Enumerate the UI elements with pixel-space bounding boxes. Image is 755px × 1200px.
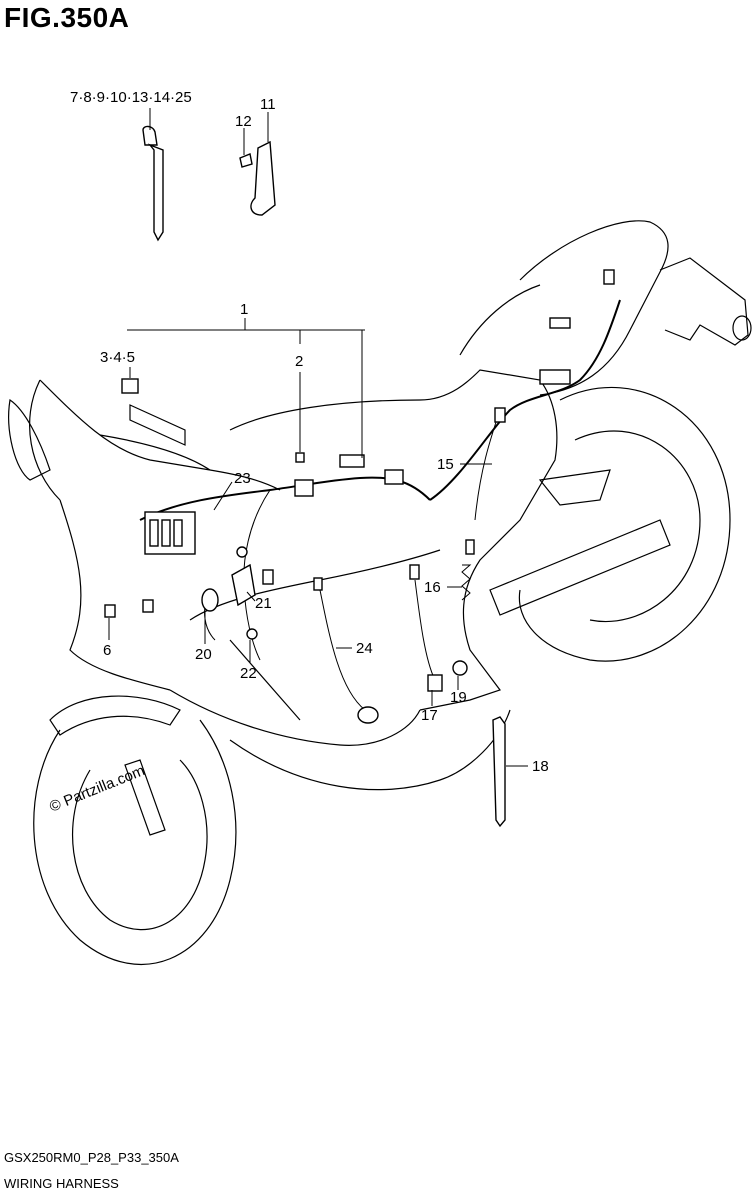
- connector-6-b: [142, 599, 154, 613]
- callout-16: 16: [424, 579, 441, 596]
- harness: [104, 269, 621, 724]
- relay-pin-b: [161, 519, 171, 547]
- part-21-bolt: [236, 546, 248, 558]
- belly-pan: [229, 709, 511, 791]
- cable-tie-head: [142, 125, 158, 146]
- fuse-2: [295, 452, 305, 463]
- callout-12: 12: [235, 113, 252, 130]
- fairing-crease: [229, 639, 301, 721]
- connector-top: [339, 454, 365, 468]
- tail-light: [732, 315, 752, 341]
- part-11-clamp: [250, 140, 276, 216]
- tail-cowl: [519, 220, 669, 396]
- part-12-screw: [239, 153, 253, 168]
- cable-tie-strap: [147, 143, 164, 242]
- callout-19: 19: [450, 689, 467, 706]
- front-fender: [49, 695, 181, 736]
- callout-24: 24: [356, 640, 373, 657]
- part-17-sensor: [427, 674, 443, 692]
- fairing-bottom: [169, 689, 421, 746]
- callout-1: 1: [240, 301, 248, 318]
- front-wheel-outer: [33, 719, 237, 965]
- diagram-name: WIRING HARNESS: [4, 1176, 119, 1191]
- figure-title: FIG.350A: [4, 2, 130, 33]
- callout-3-4-5: 3·4·5: [100, 349, 135, 366]
- callout-21: 21: [255, 595, 272, 612]
- callout-18: 18: [532, 758, 549, 775]
- callout-23: 23: [234, 470, 251, 487]
- watermark: © Partzilla.com: [47, 762, 147, 816]
- loose-parts: [121, 125, 506, 828]
- fairing-nose: [29, 379, 61, 501]
- rear-brace: [538, 469, 611, 506]
- part-345-relay: [121, 378, 139, 394]
- connector-17-top: [409, 564, 420, 580]
- connector-main: [294, 479, 314, 497]
- tail-relay: [549, 317, 571, 329]
- harness-branch-17: [414, 579, 436, 681]
- callouts: 7·8·9·10·13·14·25 11 12 1 2 3·4·5 6 15 1…: [70, 89, 549, 775]
- harness-branch-24: [319, 589, 366, 711]
- part-16-spring: [461, 564, 472, 601]
- callout-22: 22: [240, 665, 257, 682]
- callout-15: 15: [437, 456, 454, 473]
- diagram-code: GSX250RM0_P28_P33_350A: [4, 1150, 179, 1165]
- part-19-clamp: [452, 660, 468, 676]
- swing-arm: [489, 519, 671, 616]
- part-16-plug: [465, 539, 475, 555]
- connector-15-top: [494, 407, 506, 423]
- front-fork: [124, 759, 166, 836]
- callout-20: 20: [195, 646, 212, 663]
- rear-connector-block: [539, 369, 571, 385]
- front-wheel-inner: [72, 759, 208, 931]
- rear-fender: [659, 257, 749, 346]
- motorcycle-outline: [8, 220, 752, 965]
- callout-7-25: 7·8·9·10·13·14·25: [70, 89, 192, 106]
- relay-pin-a: [149, 519, 159, 547]
- rear-wheel-outer: [518, 386, 731, 662]
- mirror: [8, 398, 51, 481]
- windscreen: [39, 379, 281, 491]
- connector-6-a: [104, 604, 116, 618]
- callout-17: 17: [421, 707, 438, 724]
- part-20-grommet: [201, 588, 219, 612]
- handle-grip: [129, 404, 186, 446]
- leader-lines: [108, 108, 528, 767]
- callout-11: 11: [260, 96, 276, 113]
- connector-24-top: [313, 577, 323, 591]
- harness-rear-trunk: [429, 299, 621, 501]
- seat-front: [459, 284, 541, 356]
- fairing-lower-front: [59, 499, 171, 691]
- part-24-grommet: [357, 706, 379, 724]
- part-21-bracket: [231, 563, 256, 607]
- handlebar: [99, 434, 211, 471]
- part-18-cable-tie: [492, 716, 506, 828]
- callout-2: 2: [295, 353, 303, 370]
- tail-connector: [603, 269, 615, 285]
- rear-wheel-inner: [574, 430, 701, 622]
- relay-pin-c: [173, 519, 183, 547]
- part-22-screw: [246, 628, 258, 640]
- callout-6: 6: [103, 642, 111, 659]
- connector-21: [262, 569, 274, 585]
- connector-right: [384, 469, 404, 485]
- fuel-tank: [229, 369, 558, 711]
